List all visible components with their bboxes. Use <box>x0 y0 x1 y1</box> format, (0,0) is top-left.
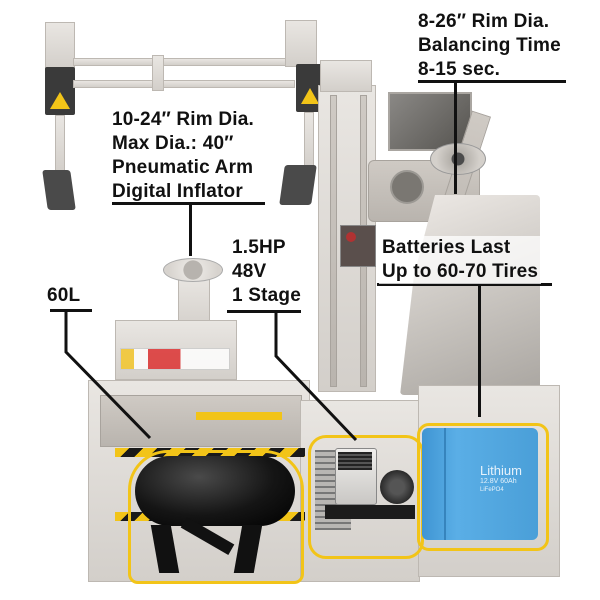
tank-callout-underline <box>50 309 92 312</box>
balancer-monitor <box>388 92 472 151</box>
compressor-callout-underline <box>227 310 301 313</box>
changer-callout-underline <box>112 202 265 205</box>
batteries-callout-underline <box>377 283 552 286</box>
battery-brand: Lithium <box>480 463 522 478</box>
right-arm-housing <box>285 20 317 67</box>
tank-callout: 60L <box>47 284 80 308</box>
changer-callout: 10-24″ Rim Dia. Max Dia.: 40″ Pneumatic … <box>112 108 254 204</box>
column-rail-left <box>330 95 337 387</box>
cabinet-tray <box>100 395 302 447</box>
batteries-callout: Batteries Last Up to 60-70 Tires <box>379 236 542 284</box>
control-knob-red <box>346 232 356 242</box>
air-tank <box>135 456 295 526</box>
batteries-callout-leader <box>478 285 481 417</box>
gauge-sticker <box>196 412 282 420</box>
balancer-callout-leader <box>454 82 457 194</box>
changer-max-diameter: Max Dia.: 40″ <box>112 133 234 154</box>
changer-turntable-cup <box>163 258 223 282</box>
warning-label-strip <box>120 348 230 370</box>
battery-highlight <box>417 423 549 551</box>
balancer-time-value: 8-15 sec. <box>418 59 501 80</box>
tank-capacity: 60L <box>47 285 81 306</box>
compressor-base <box>325 505 415 519</box>
arm-rail-connector <box>152 55 164 91</box>
control-panel <box>340 225 376 267</box>
balancer-motor <box>390 170 424 204</box>
air-tank-highlight <box>128 450 304 584</box>
left-arm-housing <box>45 22 75 69</box>
compressor-motor <box>380 470 414 504</box>
compressor-stage: 1 Stage <box>232 285 301 306</box>
battery-spec: 12.8V 60Ah <box>480 478 517 485</box>
balancer-callout-underline <box>418 80 566 83</box>
changer-callout-leader <box>189 204 192 256</box>
balancer-callout: 8-26″ Rim Dia. Balancing Time 8-15 sec. <box>418 10 561 82</box>
changer-pneumatic-arm: Pneumatic Arm <box>112 157 254 178</box>
balancer-rim-diameter: 8-26″ Rim Dia. <box>418 11 550 32</box>
lithium-battery: Lithium 12.8V 60Ah LiFePO4 <box>422 428 538 540</box>
arm-rail-lower <box>73 80 295 88</box>
column-top <box>320 60 372 92</box>
batteries-line-2: Up to 60-70 Tires <box>382 261 539 282</box>
changer-rim-diameter: 10-24″ Rim Dia. <box>112 109 254 130</box>
changer-digital-inflator: Digital Inflator <box>112 181 243 202</box>
compressor-head-fins <box>338 452 372 470</box>
balancer-time-label: Balancing Time <box>418 35 561 56</box>
compressor-voltage: 48V <box>232 261 267 282</box>
battery-divider <box>444 428 446 540</box>
compressor-callout: 1.5HP 48V 1 Stage <box>232 236 301 308</box>
batteries-line-1: Batteries Last <box>382 237 511 258</box>
compressor-power: 1.5HP <box>232 237 286 258</box>
warning-triangle-icon <box>301 88 319 104</box>
balancer-flange <box>430 143 486 175</box>
battery-chemistry: LiFePO4 <box>480 487 504 493</box>
warning-triangle-icon <box>50 92 70 109</box>
